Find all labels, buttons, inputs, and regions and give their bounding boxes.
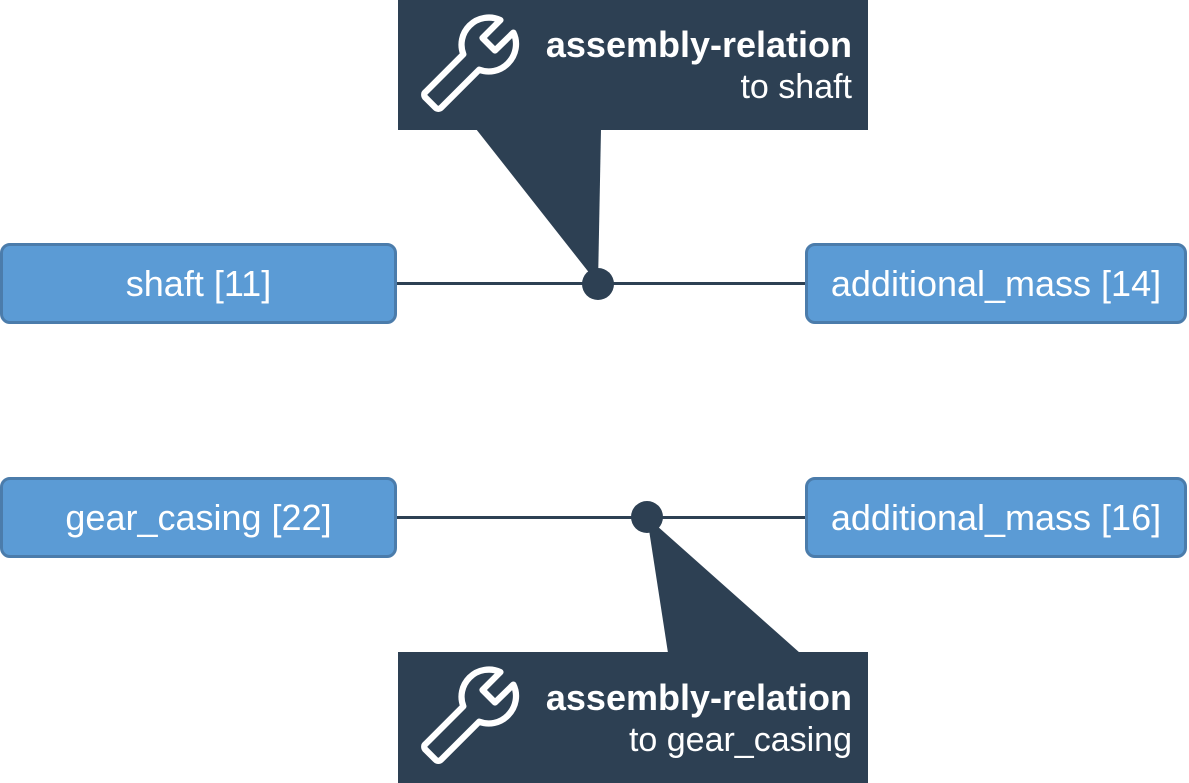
callout-assembly-relation-gear-casing: assembly-relation to gear_casing <box>398 652 868 783</box>
callout-assembly-relation-shaft: assembly-relation to shaft <box>398 0 868 130</box>
node-gear-casing[interactable]: gear_casing [22] <box>0 477 397 558</box>
node-additional-mass-16-label: additional_mass [16] <box>830 496 1162 538</box>
callout-title: assembly-relation <box>545 24 852 65</box>
node-shaft[interactable]: shaft [11] <box>0 243 397 324</box>
node-additional-mass-14-label: additional_mass [14] <box>830 262 1162 304</box>
node-additional-mass-14[interactable]: additional_mass [14] <box>805 243 1187 324</box>
callout-target: to shaft <box>740 68 852 106</box>
node-gear-casing-label: gear_casing [22] <box>65 496 332 538</box>
connection-point-bottom[interactable] <box>631 501 663 533</box>
callout-target: to gear_casing <box>628 720 852 759</box>
wrench-icon <box>420 13 520 113</box>
node-shaft-label: shaft [11] <box>125 262 272 304</box>
callout-tail-bottom <box>647 517 800 653</box>
node-additional-mass-16[interactable]: additional_mass [16] <box>805 477 1187 558</box>
connection-point-top[interactable] <box>582 268 614 300</box>
callout-text-block: assembly-relation to shaft <box>546 0 852 130</box>
wrench-icon <box>420 665 520 765</box>
callout-text-block: assembly-relation to gear_casing <box>546 652 852 783</box>
callout-title: assembly-relation <box>545 676 852 718</box>
callout-tail-top <box>476 129 601 284</box>
